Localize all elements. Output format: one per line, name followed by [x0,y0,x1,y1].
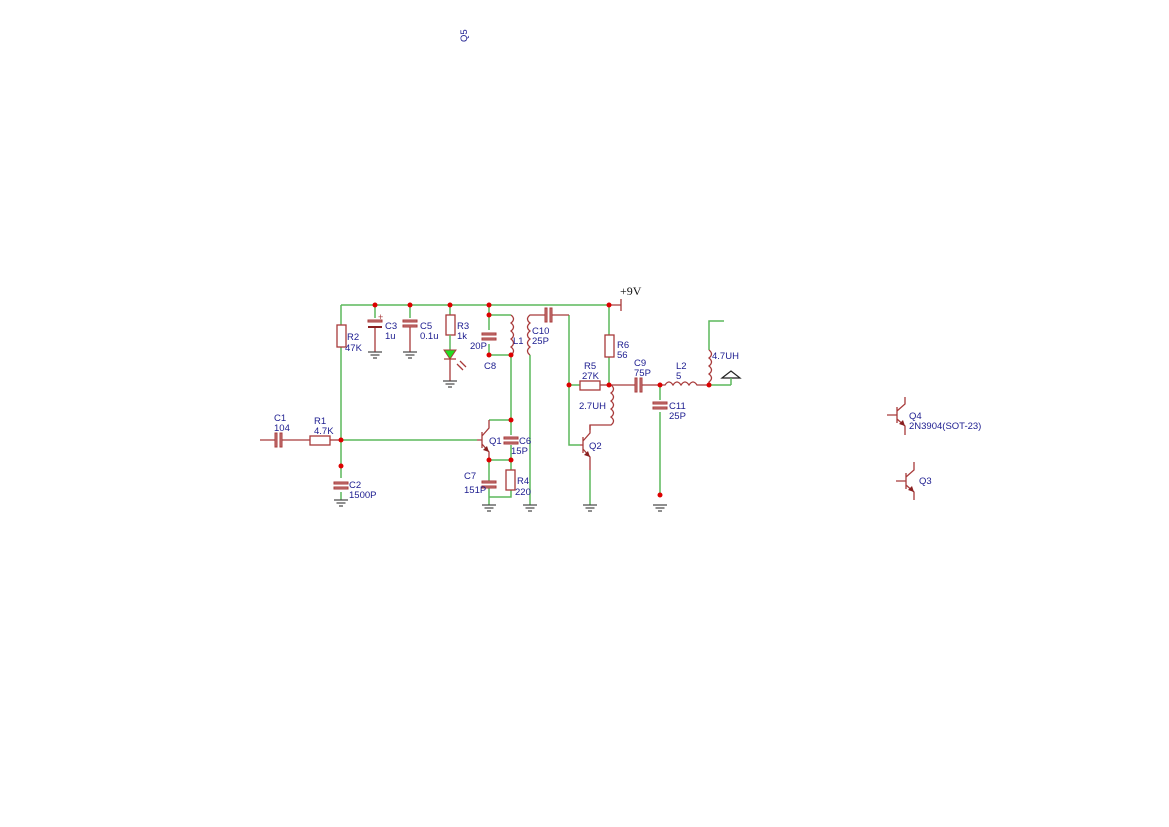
resistor-r6[interactable]: R6 56 [604,334,629,361]
component-label: R4 [517,476,529,487]
transistor-q4[interactable]: Q4 2N3904(SOT-23) [887,397,981,435]
component-label: C5 [420,321,432,332]
component-label: 47K [345,343,363,354]
resistor-r2[interactable]: R2 47K [336,324,363,354]
transistor-q1[interactable]: Q1 [477,420,502,460]
component-label: 4.7K [314,426,334,437]
q5-label: Q5 [459,29,470,42]
inductor-l2[interactable]: L2 5 [660,361,709,387]
component-label: 5 [676,371,681,382]
capacitor-c8[interactable]: 20P C8 [470,332,497,372]
component-label: R3 [457,321,469,332]
capacitor-c2[interactable]: C2 1500P [333,478,376,507]
component-label: + [378,312,383,322]
component-label: 220 [515,487,531,498]
inductor-4-7uh[interactable]: 4.7UH [707,349,739,385]
capacitor-c3[interactable]: + C3 1u [367,312,397,359]
component-label: 25P [669,411,686,422]
transistor-q3[interactable]: Q3 [896,462,932,500]
component-label: C1 [274,413,286,424]
component-label: Q2 [589,441,602,452]
component-label: L1 [513,336,524,347]
led[interactable] [442,335,467,388]
resistor-r5[interactable]: R5 27K [579,361,609,391]
component-label: C7 [464,471,476,482]
capacitor-c9[interactable]: C9 75P [609,358,660,393]
supply-label: +9V [620,284,642,298]
component-label: C11 [669,401,686,412]
component-label: Q3 [919,476,932,487]
capacitor-c5[interactable]: C5 0.1u [402,319,439,359]
resistor-r4[interactable]: R4 220 [505,469,531,498]
component-label: 104 [274,423,290,434]
junctions [338,302,712,498]
supply-9v: +9V [609,284,642,311]
component-label: 1k [457,331,467,342]
component-label: 2.7UH [579,401,606,412]
component-label: C3 [385,321,397,332]
component-label: L2 [676,361,687,372]
component-label: 20P [470,341,487,352]
component-label: 2N3904(SOT-23) [909,421,981,432]
component-label: 1500P [349,490,376,501]
component-label: 56 [617,350,628,361]
transistor-q2[interactable]: Q2 [580,425,602,512]
capacitor-c11[interactable]: C11 25P [652,401,686,512]
component-label: 75P [634,368,651,379]
resistor-r1[interactable]: R1 4.7K [309,416,341,446]
component-label: 1u [385,331,396,342]
capacitor-c1[interactable]: C1 104 [260,413,310,448]
component-label: Q1 [489,436,502,447]
component-label: Q4 [909,411,922,422]
inductor-l1[interactable]: L1 [509,314,524,356]
component-label: 151P [464,485,486,496]
component-label: R6 [617,340,629,351]
component-label: C6 [519,436,531,447]
component-label: 25P [532,336,549,347]
component-label: 0.1u [420,331,439,342]
inductor-2-7uh[interactable]: 2.7UH [579,384,615,430]
component-label: R1 [314,416,326,427]
antenna-icon [720,370,742,385]
component-label: C9 [634,358,646,369]
component-label: 27K [582,371,600,382]
component-label: R2 [347,332,359,343]
component-label: C8 [484,361,496,372]
component-label: R5 [584,361,596,372]
component-label: 4.7UH [712,351,739,362]
capacitor-c10[interactable]: C10 25P [526,307,570,356]
component-label: C10 [532,326,549,337]
component-label: C2 [349,480,361,491]
component-label: 15P [511,446,528,457]
capacitor-c6[interactable]: C6 15P [503,436,531,457]
ground-symbol [522,504,538,512]
capacitor-c7[interactable]: C7 151P [464,460,497,512]
